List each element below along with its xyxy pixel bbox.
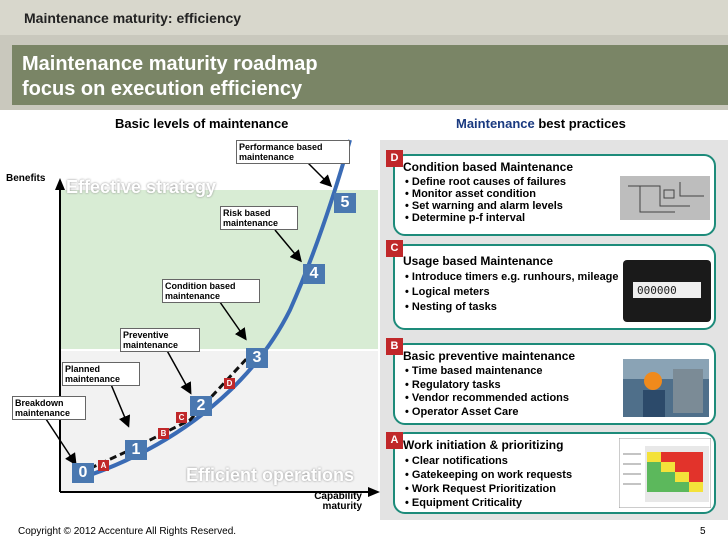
- effective-strategy-zone: [60, 190, 378, 350]
- list-item: Monitor asset condition: [405, 188, 566, 200]
- priority-matrix-image: [619, 438, 711, 508]
- card-list: Introduce timers e.g. runhours, mileage …: [405, 270, 619, 315]
- list-item: Clear notifications: [405, 454, 572, 468]
- card-list: Define root causes of failures Monitor a…: [405, 176, 566, 224]
- x-axis-arrow: [368, 487, 380, 497]
- stage-tag-d: D: [224, 378, 235, 389]
- list-item: Nesting of tasks: [405, 300, 619, 315]
- card-usage-based: Usage based Maintenance Introduce timers…: [393, 244, 716, 330]
- card-work-initiation: Work initiation & prioritizing Clear not…: [393, 432, 716, 514]
- card-title: Usage based Maintenance: [403, 254, 554, 268]
- list-item: Gatekeeping on work requests: [405, 468, 572, 482]
- tag-a: A: [386, 432, 403, 449]
- list-item: Regulatory tasks: [405, 379, 569, 393]
- right-heading: Maintenance best practices: [456, 116, 626, 131]
- header-strip: [0, 0, 728, 35]
- card-list: Time based maintenance Regulatory tasks …: [405, 365, 569, 419]
- main-title-line2: focus on execution efficiency: [22, 78, 303, 100]
- stage-tag-a: A: [98, 460, 109, 471]
- maturity-diagram: [39, 139, 380, 497]
- callout-preventive: Preventive maintenance: [120, 328, 200, 352]
- card-title: Basic preventive maintenance: [403, 349, 576, 363]
- section-title: Maintenance maturity: efficiency: [24, 10, 242, 26]
- circuit-diagram-image: [620, 176, 710, 220]
- level-3-tile: 3: [246, 348, 268, 368]
- main-title-line1: Maintenance maturity roadmap: [22, 53, 318, 75]
- left-heading: Basic levels of maintenance: [115, 116, 289, 131]
- list-item: Set warning and alarm levels: [405, 200, 566, 212]
- list-item: Introduce timers e.g. runhours, mileage: [405, 270, 619, 285]
- page-number: 5: [700, 526, 706, 537]
- right-heading-part1: Maintenance: [456, 116, 535, 131]
- list-item: Determine p-f interval: [405, 212, 566, 224]
- tag-d: D: [386, 150, 403, 167]
- list-item: Vendor recommended actions: [405, 392, 569, 406]
- list-item: Work Request Prioritization: [405, 482, 572, 496]
- list-item: Define root causes of failures: [405, 176, 566, 188]
- list-item: Operator Asset Care: [405, 406, 569, 420]
- callout-breakdown: Breakdown maintenance: [12, 396, 86, 420]
- list-item: Time based maintenance: [405, 365, 569, 379]
- callout-planned: Planned maintenance: [62, 362, 140, 386]
- level-4-tile: 4: [303, 264, 325, 284]
- meter-digits: 000000: [637, 284, 677, 297]
- level-5-tile: 5: [334, 193, 356, 213]
- callout-condition-based: Condition based maintenance: [162, 279, 260, 303]
- card-basic-preventive: Basic preventive maintenance Time based …: [393, 343, 716, 425]
- tag-c: C: [386, 240, 403, 257]
- card-title: Work initiation & prioritizing: [403, 438, 564, 452]
- right-heading-part2: best practices: [534, 116, 626, 131]
- main-title: Maintenance maturity roadmap focus on ex…: [22, 52, 318, 102]
- level-1-tile: 1: [125, 440, 147, 460]
- maturity-curve: [74, 139, 352, 482]
- list-item: Equipment Criticality: [405, 496, 572, 510]
- level-0-tile: 0: [72, 463, 94, 483]
- callout-performance-based: Performance based maintenance: [236, 140, 350, 164]
- card-condition-based: Condition based Maintenance Define root …: [393, 154, 716, 236]
- stage-tag-b: B: [158, 428, 169, 439]
- level-2-tile: 2: [190, 396, 212, 416]
- tag-b: B: [386, 338, 403, 355]
- y-axis-arrow: [55, 178, 65, 190]
- list-item: Logical meters: [405, 285, 619, 300]
- efficient-operations-label: Efficient operations: [186, 465, 355, 485]
- x-axis-label: Capability maturity: [314, 491, 362, 512]
- card-title: Condition based Maintenance: [403, 160, 574, 174]
- title-box: [12, 45, 728, 105]
- y-axis-label: Benefits: [6, 173, 46, 184]
- hour-meter-image: 000000: [623, 260, 711, 322]
- worker-photo-image: [623, 359, 709, 417]
- stage-tag-c: C: [176, 412, 187, 423]
- callout-risk-based: Risk based maintenance: [220, 206, 298, 230]
- effective-strategy-label: Effective strategy: [66, 177, 217, 197]
- card-list: Clear notifications Gatekeeping on work …: [405, 454, 572, 510]
- copyright: Copyright © 2012 Accenture All Rights Re…: [18, 526, 237, 537]
